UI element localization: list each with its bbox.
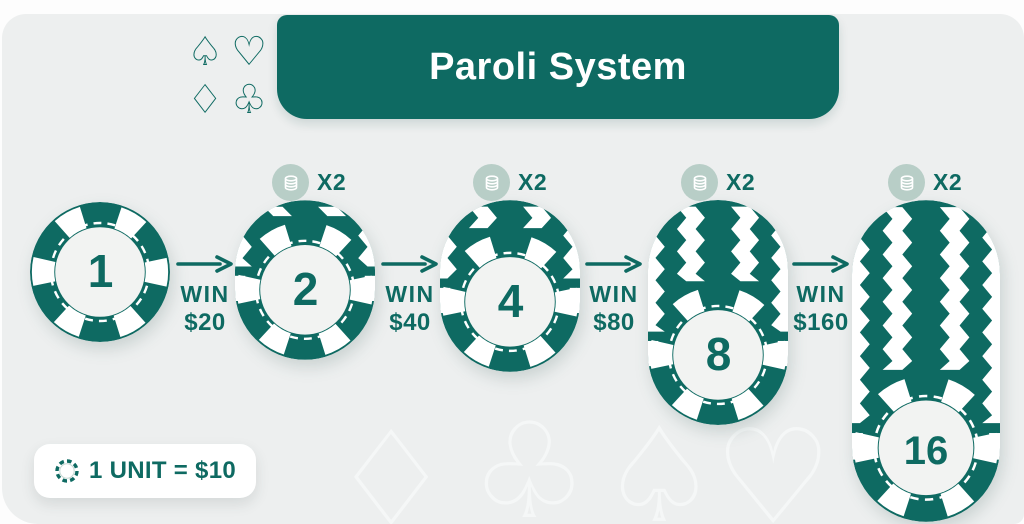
chip-value-1: 1 bbox=[87, 245, 114, 297]
multiplier-badge-2: X2 bbox=[272, 164, 346, 201]
chip-value-2: 2 bbox=[292, 263, 319, 315]
win-label: WIN bbox=[180, 281, 230, 307]
right-arrow-icon bbox=[176, 255, 233, 273]
chip-stack-1: 1 bbox=[30, 202, 170, 342]
coin-stack-icon bbox=[681, 164, 718, 201]
chip-stack-16: 16 bbox=[852, 200, 1000, 522]
chip-stack-8: 8 bbox=[648, 200, 788, 425]
coin-stack-icon bbox=[473, 164, 510, 201]
multiplier-label: X2 bbox=[518, 169, 548, 195]
heart-icon: ♡ bbox=[231, 30, 267, 74]
win-label: WIN bbox=[385, 281, 435, 307]
diamond-watermark-icon: ♢ bbox=[332, 406, 451, 524]
club-icon: ♧ bbox=[231, 78, 267, 122]
unit-legend: 1 UNIT = $10 bbox=[34, 444, 257, 498]
win-amount: $20 bbox=[184, 309, 226, 336]
transition-win-160: WIN $160 bbox=[779, 254, 863, 338]
multiplier-label: X2 bbox=[726, 169, 756, 195]
win-amount: $80 bbox=[593, 309, 635, 336]
page-title: Paroli System bbox=[429, 45, 687, 88]
chip-outline-icon bbox=[54, 458, 80, 484]
win-amount: $160 bbox=[793, 309, 849, 336]
transition-win-20: WIN $20 bbox=[163, 254, 247, 338]
multiplier-badge-4: X2 bbox=[473, 164, 547, 201]
card-suits-decoration: ♤ ♡ ♢ ♧ bbox=[183, 28, 275, 124]
diamond-icon: ♢ bbox=[187, 78, 223, 122]
transition-win-40: WIN $40 bbox=[368, 254, 452, 338]
chip-value-16: 16 bbox=[903, 429, 949, 473]
chip-value-4: 4 bbox=[497, 275, 524, 327]
win-amount: $40 bbox=[389, 309, 431, 336]
multiplier-label: X2 bbox=[933, 169, 963, 195]
right-arrow-icon bbox=[585, 255, 642, 273]
spade-watermark-icon: ♤ bbox=[600, 402, 719, 524]
unit-legend-label: 1 UNIT = $10 bbox=[89, 457, 237, 484]
multiplier-label: X2 bbox=[317, 169, 347, 195]
multiplier-badge-16: X2 bbox=[888, 164, 962, 201]
club-watermark-icon: ♧ bbox=[470, 398, 589, 524]
right-arrow-icon bbox=[792, 255, 849, 273]
transition-win-80: WIN $80 bbox=[572, 254, 656, 338]
header-banner: Paroli System bbox=[277, 15, 839, 119]
chip-stack-4: 4 bbox=[440, 200, 580, 372]
win-label: WIN bbox=[589, 281, 639, 307]
multiplier-badge-8: X2 bbox=[681, 164, 755, 201]
win-label: WIN bbox=[796, 281, 846, 307]
chip-value-8: 8 bbox=[705, 328, 732, 380]
spade-icon: ♤ bbox=[187, 30, 223, 74]
right-arrow-icon bbox=[381, 255, 438, 273]
coin-stack-icon bbox=[888, 164, 925, 201]
coin-stack-icon bbox=[272, 164, 309, 201]
chip-stack-2: 2 bbox=[235, 200, 375, 360]
heart-watermark-icon: ♡ bbox=[714, 404, 833, 524]
